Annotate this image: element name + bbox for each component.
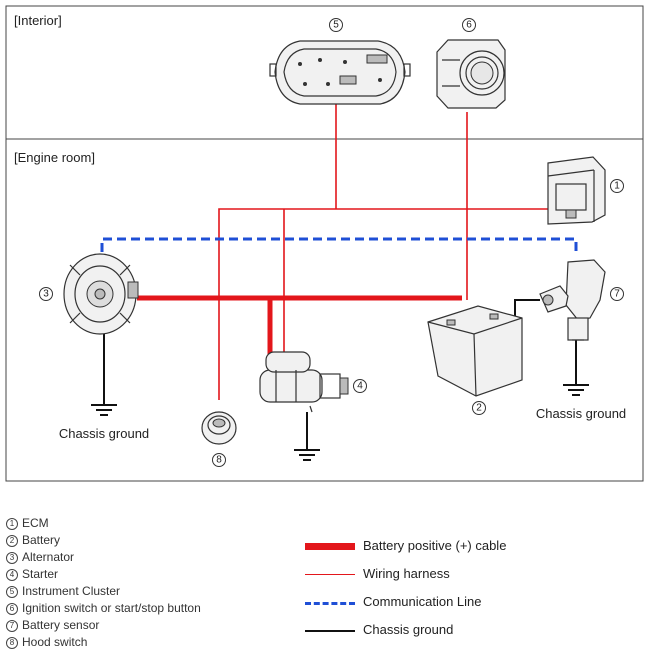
ecm-icon <box>547 156 606 225</box>
component-number-badge <box>353 379 367 393</box>
ground-symbol-icon <box>294 449 320 461</box>
legend-label: Communication Line <box>363 594 482 609</box>
component-number-badge <box>610 179 624 193</box>
component-number: 8 <box>216 455 222 466</box>
component-number: 4 <box>357 381 363 392</box>
battery-sensor-icon <box>539 259 606 341</box>
component-name: ECM <box>22 516 49 530</box>
component-number: 1 <box>614 181 620 192</box>
component-number: 2 <box>476 403 482 414</box>
component-number-badge <box>39 287 53 301</box>
battery-icon <box>427 305 523 397</box>
component-number-badge <box>472 401 486 415</box>
instrument-cluster-icon <box>269 40 411 105</box>
legend-label: Chassis ground <box>363 622 454 637</box>
wiring-harness-lines <box>218 104 548 400</box>
component-number: 7 <box>614 289 620 300</box>
component-number-badge <box>212 453 226 467</box>
legend-label: Battery positive (+) cable <box>363 538 507 553</box>
component-number-badge <box>610 287 624 301</box>
ground-symbol-icon <box>91 404 117 416</box>
legend-label: Wiring harness <box>363 566 450 581</box>
engine-room-label: [Engine room] <box>14 150 95 165</box>
component-name: Ignition switch or start/stop button <box>22 601 201 615</box>
component-name: Instrument Cluster <box>22 584 121 598</box>
chassis-ground-caption: Chassis ground <box>59 426 149 441</box>
hood-switch-icon <box>201 411 237 445</box>
battery-positive-cable <box>137 295 462 357</box>
component-name: Alternator <box>22 550 75 564</box>
communication-line <box>100 237 578 255</box>
legend-swatch <box>305 543 355 550</box>
component-name: Hood switch <box>22 635 88 649</box>
component-number-badge <box>329 18 343 32</box>
component-name: Battery sensor <box>22 618 100 632</box>
start-stop-button-icon <box>436 39 506 109</box>
legend-swatch <box>305 630 355 632</box>
wiring-diagram: [Interior] [Engine room] Chassis ground … <box>5 5 644 482</box>
component-number-badge <box>462 18 476 32</box>
ground-symbol-icon <box>563 384 589 396</box>
component-name: Starter <box>22 567 59 581</box>
component-number: 6 <box>466 20 472 31</box>
component-name: Battery <box>22 533 61 547</box>
engine-room-frame <box>5 138 644 482</box>
starter-icon <box>259 351 349 413</box>
chassis-ground-caption: Chassis ground <box>536 406 626 421</box>
alternator-icon <box>63 253 139 335</box>
interior-label: [Interior] <box>14 13 62 28</box>
legend-swatch <box>305 602 355 605</box>
component-number: 3 <box>43 289 49 300</box>
ground-wires <box>103 299 577 450</box>
component-number: 5 <box>333 20 339 31</box>
legend-swatch <box>305 574 355 575</box>
